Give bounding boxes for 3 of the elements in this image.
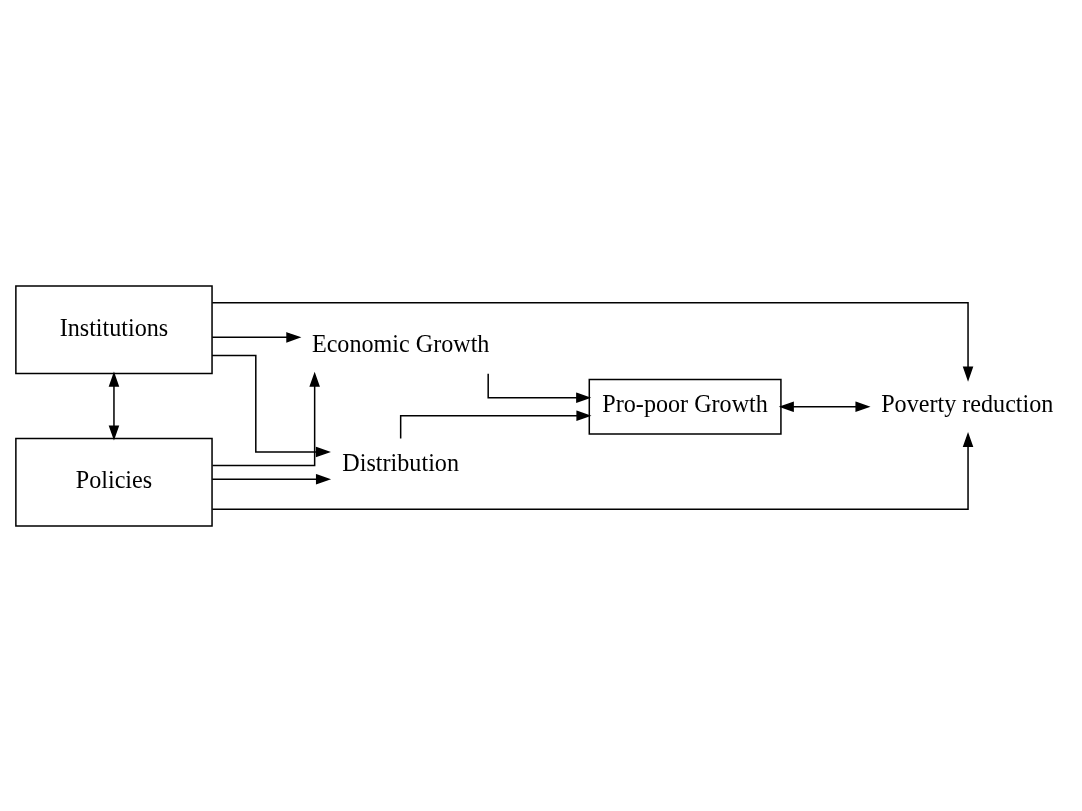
node-text: Economic Growth (311, 329, 490, 357)
node-text: Distribution (342, 448, 459, 476)
node-text: Poverty reduction (881, 389, 1054, 417)
